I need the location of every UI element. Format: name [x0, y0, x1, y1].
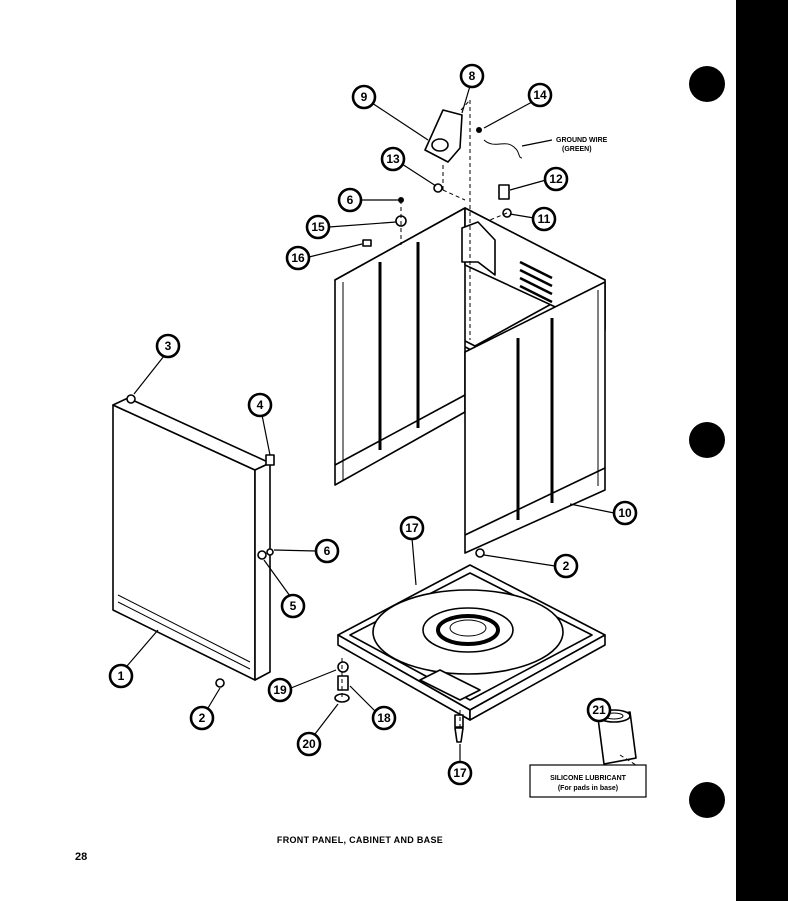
svg-text:5: 5 [290, 599, 297, 613]
callout-3: 3 [133, 333, 181, 395]
callout-7: 9 [351, 84, 429, 141]
callout-8: 8 [459, 63, 485, 114]
svg-text:9: 9 [361, 90, 368, 104]
svg-text:2: 2 [199, 711, 206, 725]
callout-15: 16 [285, 243, 363, 271]
svg-text:1: 1 [118, 669, 125, 683]
svg-text:20: 20 [302, 737, 316, 751]
svg-text:12: 12 [549, 172, 563, 186]
svg-text:21: 21 [592, 703, 606, 717]
callout-20: 20 [296, 703, 339, 757]
svg-text:6: 6 [324, 544, 331, 558]
callouts: 9 8 14 13 12 11 6 15 16 3 4 10 17 6 5 2 … [108, 63, 638, 786]
svg-text:17: 17 [405, 521, 419, 535]
base [337, 564, 606, 721]
callout-12: 13 [380, 146, 437, 187]
callout-2-right: 2 [483, 553, 579, 579]
svg-text:13: 13 [386, 152, 400, 166]
svg-text:8: 8 [469, 69, 476, 83]
lubricant-note: SILICONE LUBRICANT (For pads in base) [529, 764, 647, 798]
callout-1: 1 [108, 629, 159, 689]
callout-14: 15 [305, 214, 397, 240]
callout-6-mid: 6 [273, 538, 340, 564]
page-number: 28 [75, 851, 87, 863]
binding-strip [689, 0, 788, 901]
lubricant-note-line1: SILICONE LUBRICANT [550, 775, 627, 782]
callout-21: 21 [586, 697, 612, 723]
svg-text:3: 3 [165, 339, 172, 353]
callout-5: 5 [263, 559, 306, 619]
callout-18: 18 [349, 685, 397, 731]
callout-17: 17 [447, 744, 473, 786]
svg-text:15: 15 [311, 220, 325, 234]
svg-text:11: 11 [538, 212, 551, 226]
callout-4: 4 [247, 392, 273, 456]
svg-text:17: 17 [453, 766, 467, 780]
lubricant-note-line2: (For pads in base) [558, 785, 618, 792]
callout-10: 11 [509, 206, 557, 232]
diagram-caption: FRONT PANEL, CABINET AND BASE [277, 835, 443, 845]
callout-2-left: 2 [189, 687, 221, 731]
ground-wire [483, 139, 523, 159]
ground-wire-label-line1: GROUND WIRE [556, 137, 608, 144]
svg-text:10: 10 [618, 506, 632, 520]
callout-19: 19 [267, 669, 337, 703]
callout-11: 12 [509, 166, 569, 192]
svg-text:2: 2 [563, 559, 570, 573]
callout-13: 14 [483, 82, 553, 129]
callout-9: 10 [569, 500, 638, 526]
ground-wire-label-line2: (GREEN) [562, 146, 592, 153]
svg-text:19: 19 [273, 683, 287, 697]
svg-text:18: 18 [377, 711, 391, 725]
front-panel [112, 397, 271, 681]
svg-text:4: 4 [257, 398, 264, 412]
callout-16: 17 [399, 515, 425, 586]
svg-text:6: 6 [347, 193, 354, 207]
switch-bracket [424, 109, 463, 163]
svg-text:16: 16 [291, 251, 305, 265]
cabinet [334, 207, 606, 554]
svg-text:14: 14 [533, 88, 547, 102]
ground-wire-note: GROUND WIRE (GREEN) [521, 137, 608, 153]
callout-6-top: 6 [337, 187, 398, 213]
